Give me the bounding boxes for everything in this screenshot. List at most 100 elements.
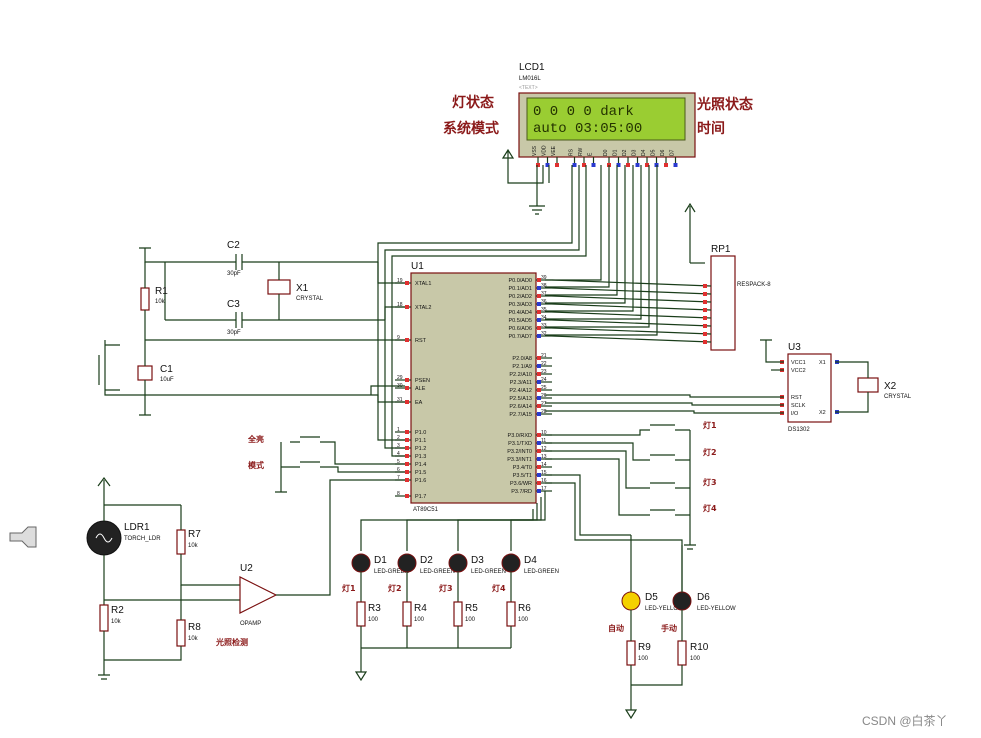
r10-ref: R10 [690, 642, 709, 653]
lcd-pin-label: VSS [532, 145, 538, 156]
mcu-right-pin-number: 33 [541, 323, 547, 329]
mcu-right-pin-label: P2.2/A10 [509, 372, 532, 378]
led-resistor-ref: R6 [518, 603, 531, 614]
r2-body [99, 604, 109, 632]
r9-value: 100 [638, 656, 649, 662]
oscillator-section: C2 30pF C3 30pF X1 CRYSTAL [139, 240, 405, 336]
mcu-left-pin-number: 7 [397, 475, 400, 481]
led-resistor-body [356, 601, 366, 627]
mcu-left-pin-marker [405, 378, 409, 382]
d6-ref: D6 [697, 592, 710, 603]
lcd-pin-marker [616, 163, 621, 167]
mcu-left-pin-marker [405, 400, 409, 404]
annotation-light-detect: 光照检测 [215, 637, 248, 647]
annotation-system-mode: 系统模式 [443, 120, 499, 137]
lcd-model: LM016L [519, 76, 541, 82]
led-ref: D4 [524, 555, 537, 566]
mcu-right-pin-number: 24 [541, 377, 547, 383]
mcu-left-pin-label: P1.5 [415, 470, 426, 476]
mcu-left-pin-number: 4 [397, 451, 400, 457]
lcd-pin-label: D1 [613, 149, 619, 156]
r2-value: 10k [111, 619, 122, 625]
lcd-line1: 0 0 0 0 dark [533, 104, 634, 120]
lcd-pin-marker [536, 163, 540, 167]
rp1-bus-wire [551, 295, 712, 303]
mcu-right-pin-marker [537, 404, 541, 408]
r1-value: 10k [155, 299, 166, 305]
lcd-pin-marker [645, 163, 649, 167]
mcu-right-pin-marker [537, 481, 541, 485]
mcu-left-pin-label: P1.6 [415, 478, 426, 484]
lcd-pin-label: D5 [651, 149, 657, 156]
rp1-pin-marker [703, 292, 707, 296]
d5-body [621, 591, 641, 611]
rp1-body [710, 255, 736, 351]
x2-ref: X2 [884, 381, 897, 392]
mcu-right-pin-marker [537, 396, 541, 400]
mcu-left-pin-number: 29 [397, 375, 403, 381]
mode-leds: D5 LED-YELLOW 自动 R9 100 D6 LED-YELLOW 手动… [545, 474, 736, 720]
opamp-model: OPAMP [240, 621, 261, 627]
mcu-right-pin-number: 28 [541, 409, 547, 415]
mcu-left-pin-number: 1 [397, 427, 400, 433]
lcd-pin-marker [555, 163, 559, 167]
mcu-right-pin-marker [537, 310, 541, 314]
rp1-bus-wire [551, 279, 712, 287]
mcu-right-pin-number: 16 [541, 478, 547, 484]
rtc-ref: U3 [788, 342, 801, 353]
mcu-ref: U1 [411, 261, 424, 272]
mcu-right-pin-number: 22 [541, 361, 547, 367]
mcu-left-pin-label: ALE [415, 386, 426, 392]
led-ground-wire [354, 647, 511, 682]
rtc-left-pin-label: I/O [791, 411, 799, 417]
r8-ref: R8 [188, 622, 201, 633]
mcu-right-pin-number: 10 [541, 430, 547, 436]
led-body [397, 553, 417, 573]
x1-body [267, 279, 291, 295]
lcd-pin-label: E [588, 152, 594, 156]
c2-value: 30pF [227, 271, 241, 277]
mode-buttons: 全亮 模式 [247, 434, 405, 493]
led-label: 灯3 [439, 583, 453, 593]
rp1-pin-marker [703, 316, 707, 320]
rp1-bus-wire [551, 311, 712, 319]
mcu-left-pin-label: RST [415, 338, 427, 344]
lcd-pin-label: D3 [632, 149, 638, 156]
led-ref: D2 [420, 555, 433, 566]
mcu-left-pin-label: P1.1 [415, 438, 426, 444]
mcu-u1: U1 AT89C51 XTAL119XTAL218RST9PSEN29ALE30… [395, 261, 552, 513]
lcd-pin-label: RW [578, 147, 584, 156]
mcu-left-pin-number: 9 [397, 335, 400, 341]
led-resistor-value: 100 [368, 617, 379, 623]
watermark: CSDN @白茶丫 [862, 713, 948, 728]
mcu-right-pin-label: P0.3/AD3 [508, 302, 532, 308]
c3-ref: C3 [227, 299, 240, 310]
d5-ref: D5 [645, 592, 658, 603]
lcd-pin-label: D2 [622, 149, 628, 156]
x1-ref: X1 [296, 283, 309, 294]
led-resistor-ref: R4 [414, 603, 427, 614]
led-label: 灯4 [492, 583, 506, 593]
rp1-pin-marker [703, 340, 707, 344]
lcd-pin-label: D0 [603, 149, 609, 156]
mcu-left-pin-number: 19 [397, 278, 403, 284]
button-label-mode: 模式 [248, 460, 264, 470]
mcu-right-pin-marker [537, 489, 541, 493]
rtc-right-pin-label: X2 [819, 410, 826, 416]
rp1-pin-marker [703, 284, 707, 288]
r10-body [677, 640, 687, 666]
mcu-left-pin-label: PSEN [415, 378, 430, 384]
lcd-pin-label: RS [569, 148, 575, 156]
mcu-right-pin-label: P3.6/WR [510, 481, 532, 487]
r7-value: 10k [188, 543, 199, 549]
mcu-right-pin-number: 17 [541, 486, 547, 492]
led-resistor-body [453, 601, 463, 627]
mcu-right-pin-marker [537, 302, 541, 306]
mcu-left-pin-marker [405, 478, 409, 482]
mcu-right-pin-number: 39 [541, 275, 547, 281]
lcd-line2: auto 03:05:00 [533, 121, 642, 137]
mcu-right-pin-label: P2.3/A11 [510, 380, 532, 386]
